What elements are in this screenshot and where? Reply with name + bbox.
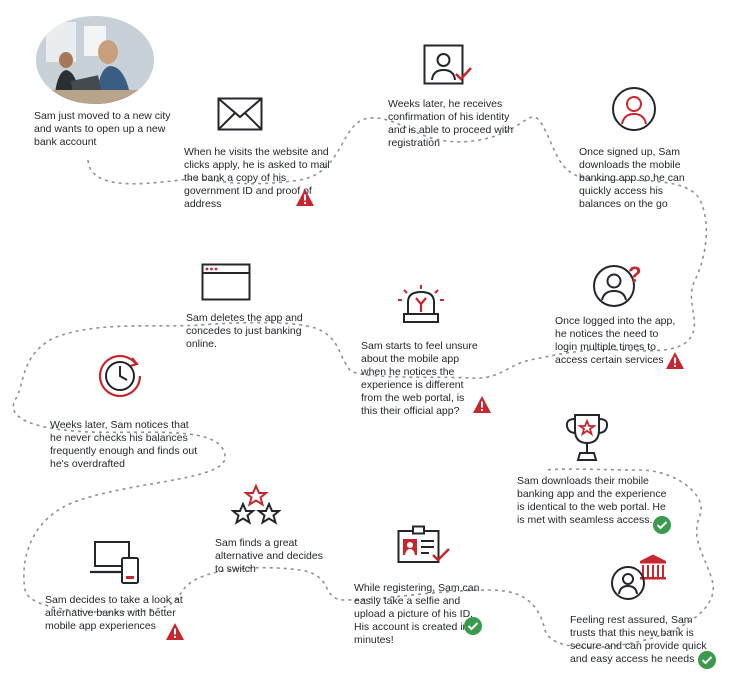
success-check-icon bbox=[697, 650, 717, 670]
step-2-text: When he visits the website and clicks ap… bbox=[184, 146, 330, 210]
success-check-icon bbox=[652, 515, 672, 535]
sam-photo bbox=[36, 16, 154, 104]
warning-icon bbox=[665, 351, 685, 371]
clock-icon bbox=[96, 352, 144, 405]
success-check-icon bbox=[463, 616, 483, 636]
step-3-text: Weeks later, he receives confirmation of… bbox=[388, 98, 513, 149]
step-7-text: Sam deletes the app and concedes to just… bbox=[186, 312, 303, 350]
user-question-icon: ? bbox=[592, 262, 648, 313]
step-8-text: Weeks later, Sam notices that he never c… bbox=[50, 419, 198, 470]
step-10-text: Sam finds a great alternative and decide… bbox=[215, 537, 323, 575]
identity-check-icon bbox=[423, 44, 473, 93]
step-5-text: Once logged into the app, he notices the… bbox=[555, 315, 676, 366]
step-9-text: Sam decides to take a look at alternativ… bbox=[45, 594, 183, 632]
step-13-text: Sam downloads their mobile banking app a… bbox=[517, 475, 667, 526]
stars-icon bbox=[230, 483, 282, 531]
warning-icon bbox=[165, 622, 185, 642]
step-4-text: Once signed up, Sam downloads the mobile… bbox=[579, 146, 685, 210]
trophy-icon bbox=[564, 412, 610, 469]
svg-text:?: ? bbox=[628, 262, 641, 287]
id-card-icon bbox=[397, 525, 451, 570]
alarm-siren-icon bbox=[396, 284, 446, 333]
envelope-icon bbox=[217, 97, 263, 136]
user-circle-icon bbox=[611, 86, 657, 137]
user-bank-icon bbox=[610, 553, 668, 608]
step-1-text: Sam just moved to a new city and wants t… bbox=[34, 110, 171, 148]
step-11-text: While registering, Sam can easily take a… bbox=[354, 582, 480, 646]
step-12-text: Feeling rest assured, Sam trusts that th… bbox=[570, 614, 707, 665]
warning-icon bbox=[295, 188, 315, 208]
warning-icon bbox=[472, 395, 492, 415]
browser-window-icon bbox=[201, 263, 251, 306]
step-6-text: Sam starts to feel unsure about the mobi… bbox=[361, 340, 478, 417]
devices-icon bbox=[89, 540, 141, 589]
